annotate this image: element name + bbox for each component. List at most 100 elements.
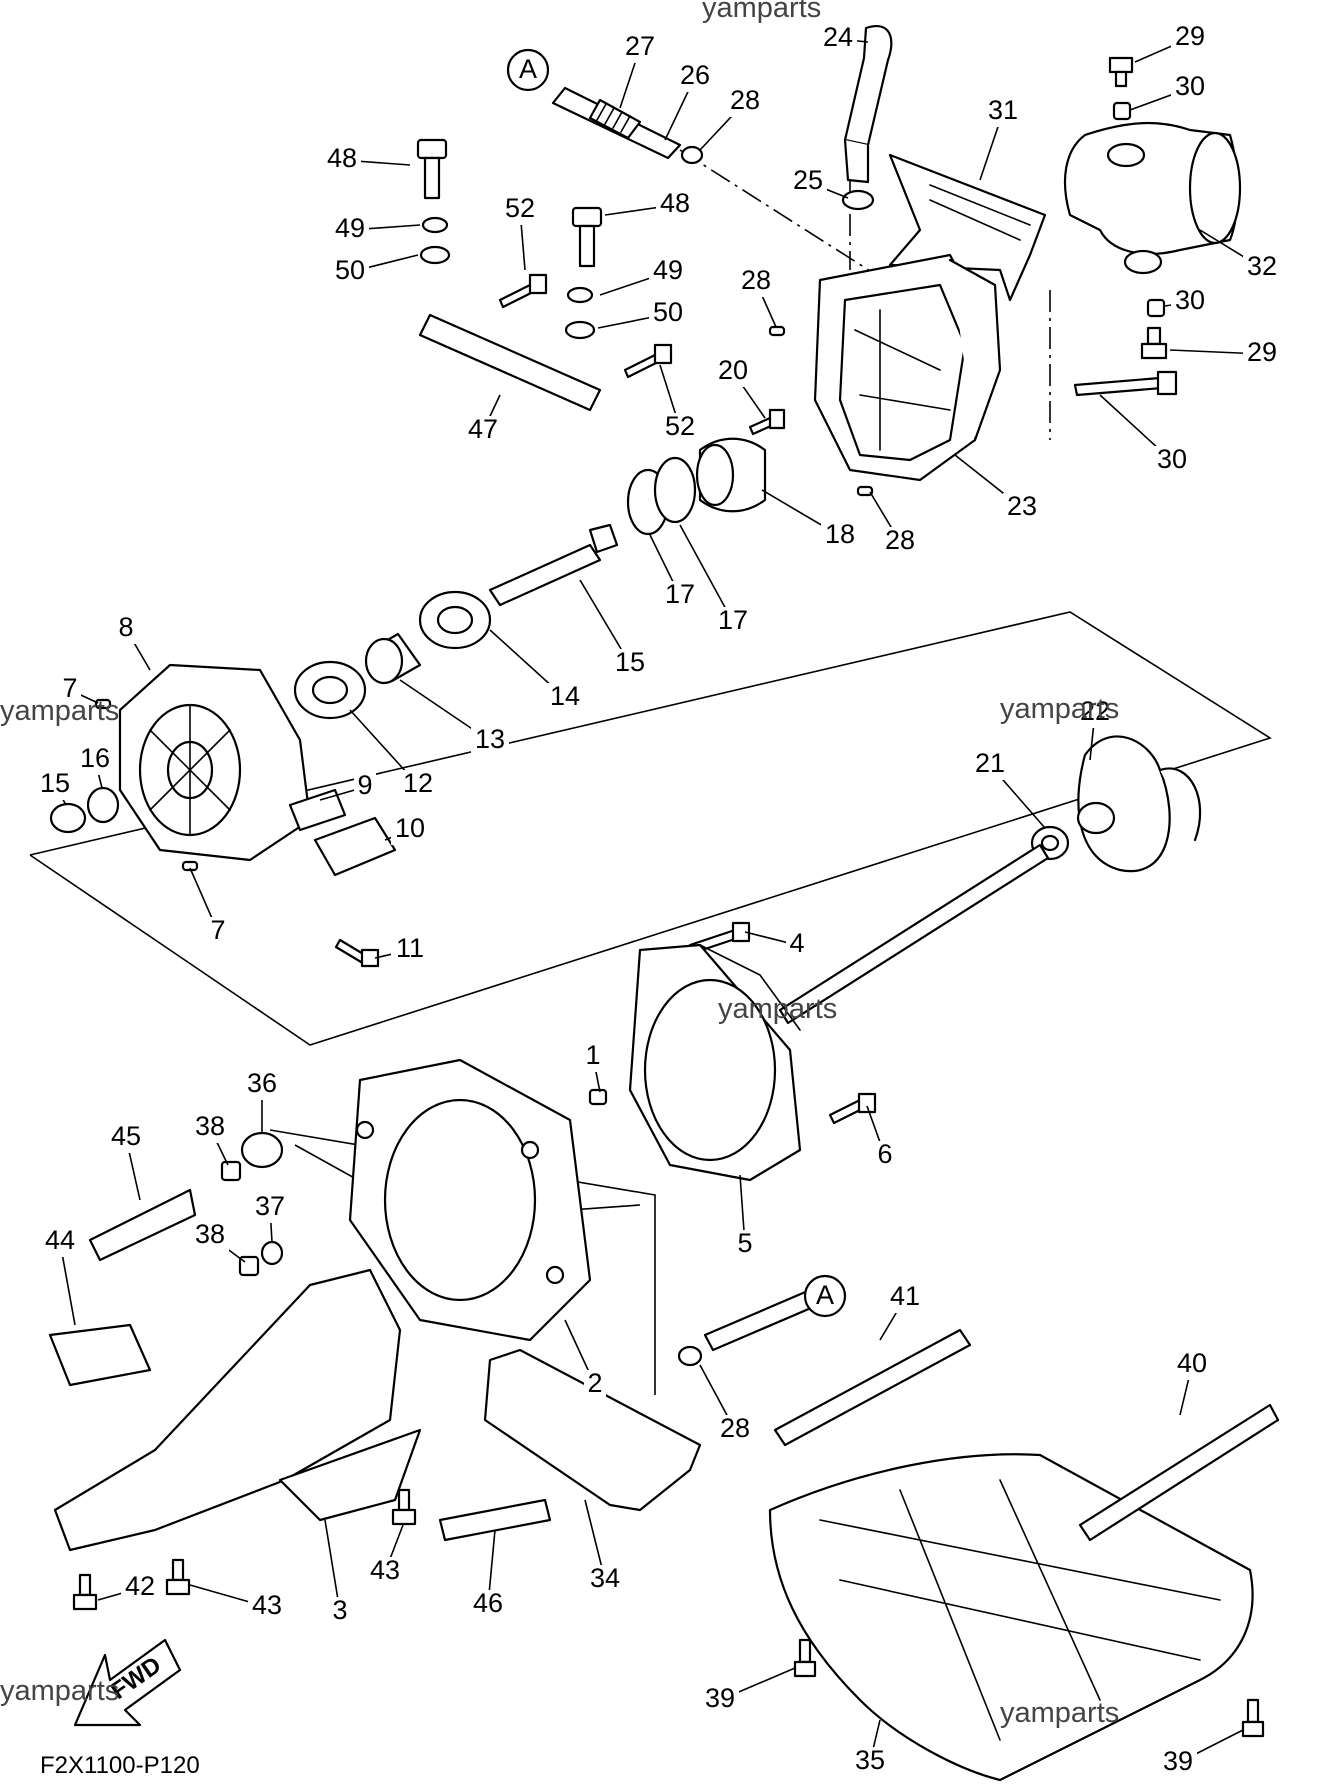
callout-bg-41 [886,1283,924,1313]
part-number-4: 4 [789,928,804,958]
part-50-washer-left [421,216,449,234]
part-1-duct [53,1268,422,1552]
callout-bg-38 [191,1221,229,1251]
part-number-9: 9 [357,770,372,800]
part-number-7: 7 [62,673,77,703]
callout-bg-43 [248,1592,286,1622]
callout-bg-15 [36,770,74,800]
part-34-collar-top [1112,101,1132,121]
callout-bg-28 [881,527,919,557]
part-number-16: 16 [80,743,110,773]
assembly-boundary-upper [29,611,1272,1046]
callout-bg-1 [582,1042,604,1072]
callout-bg-52 [501,195,539,225]
callout-bg-50 [331,257,369,287]
part-28-clamp-lower [677,1345,703,1367]
part-number-46: 46 [473,1588,503,1618]
part-48-bracket [418,313,602,412]
part-number-39: 39 [1163,1746,1193,1776]
part-number-37: 37 [255,1191,285,1221]
part-number-48: 48 [660,188,690,218]
part-number-18: 18 [825,519,855,549]
part-number-38: 38 [195,1219,225,1249]
part-number-8: 8 [118,612,133,642]
part-8-impeller-housing [118,663,312,862]
callout-bg-22 [1076,698,1114,728]
part-20-bolt [748,408,786,436]
part-22-impeller [1076,735,1202,873]
callout-bg-12 [399,770,437,800]
callout-bg-5 [734,1230,756,1260]
part-number-52: 52 [665,411,695,441]
part-7-pin-top [94,698,112,710]
callout-bg-32 [1243,253,1281,283]
callout-bg-47 [464,416,502,446]
part-number-5: 5 [737,1228,752,1258]
callout-bg-29 [1171,23,1209,53]
part-number-34: 34 [590,1563,620,1593]
part-24-hose [843,25,893,184]
diagram-code: F2X1100-P120 [40,1752,200,1779]
part-34-collar-bottom [1146,298,1166,318]
callout-bg-21 [971,750,1009,780]
part-number-38: 38 [195,1111,225,1141]
part-number-35: 35 [855,1745,885,1775]
callout-bg-13 [471,726,509,756]
part-16-seal [49,802,87,834]
part-number-32: 32 [1247,251,1277,281]
callout-bg-48 [323,145,361,175]
leader-line-17 [679,524,734,623]
ref-marker-a-top: A [506,48,550,92]
part-49-bolt-left [416,138,448,200]
part-number-20: 20 [718,355,748,385]
callout-bg-35 [851,1747,889,1777]
part-9-cover [313,816,397,877]
part-13-spacer [364,632,422,685]
part-number-7: 7 [210,915,225,945]
callout-bg-25 [789,167,827,197]
part-51-washer-left [419,245,451,265]
part-number-28: 28 [741,265,771,295]
callout-bg-28 [737,267,775,297]
part-number-12: 12 [403,768,433,798]
part-number-29: 29 [1247,337,1277,367]
part-number-25: 25 [793,165,823,195]
part-7-pin-bottom [181,860,199,872]
part-29-dowel-lower [856,485,874,497]
part-33-bolt-top [1108,56,1134,88]
callout-bg-36 [243,1070,281,1100]
part-number-49: 49 [335,213,365,243]
part-number-50: 50 [335,255,365,285]
part-number-36: 36 [247,1068,277,1098]
part-19-o-ring-b [653,456,697,524]
part-33-bolt-bottom [1140,326,1168,360]
part-number-22: 22 [1080,696,1110,726]
part-26-27-fitting [551,86,682,160]
part-number-1: 1 [585,1040,600,1070]
ref-marker-a-bottom: A [803,1274,847,1318]
part-a-tube-lower [703,1288,820,1352]
callout-bg-4 [786,930,808,960]
part-40-bolt-left [793,1638,817,1678]
part-number-28: 28 [730,85,760,115]
part-number-48: 48 [327,143,357,173]
part-11-bolt [334,938,380,968]
part-29-dowel-upper [768,325,786,337]
part-50-washer-right [566,286,594,304]
callout-bg-49 [331,215,369,245]
part-47-bracket [88,1188,197,1262]
callout-bg-40 [1173,1350,1211,1380]
callout-bg-3 [329,1597,351,1627]
part-number-11: 11 [396,933,424,963]
callout-bg-44 [41,1227,79,1257]
callout-bg-8 [115,614,137,644]
part-3-spacer [588,1088,608,1106]
part-52-bolt-left [498,273,548,309]
part-45-bolt-left [165,1558,191,1596]
part-10-gasket [288,788,347,832]
part-14-bearing [418,590,492,650]
part-number-14: 14 [550,681,580,711]
part-number-17: 17 [718,605,748,635]
part-36-damper [240,1131,284,1169]
